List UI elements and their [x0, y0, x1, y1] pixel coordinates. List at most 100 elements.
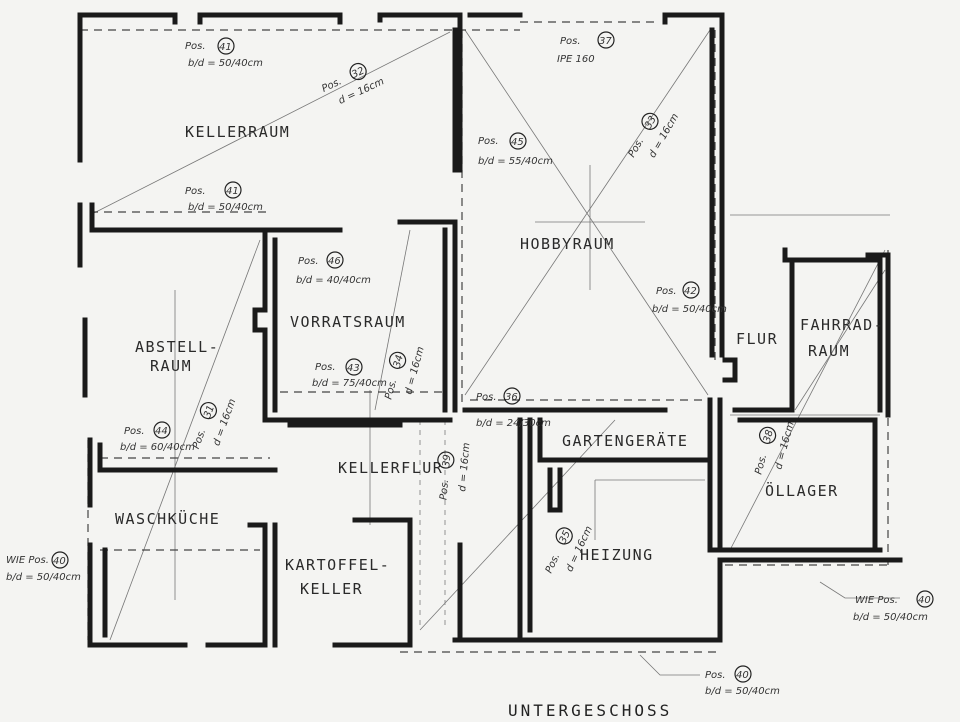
svg-text:38: 38: [762, 429, 776, 444]
pos-number-circle: [437, 451, 455, 469]
svg-text:41: 41: [219, 42, 232, 53]
svg-text:32: 32: [350, 65, 366, 80]
room-kellerflur: KELLERFLUR: [338, 459, 443, 477]
room-kartoffel-line1: KARTOFFEL-: [285, 556, 390, 574]
svg-text:34: 34: [392, 354, 406, 369]
svg-text:39: 39: [441, 454, 453, 468]
svg-text:d = 16cm: d = 16cm: [773, 420, 796, 470]
room-kartoffel-line2: KELLER: [300, 580, 363, 598]
pos-number-circle: [349, 62, 367, 81]
svg-text:b/d = 55/40cm: b/d = 55/40cm: [478, 156, 553, 167]
svg-text:Pos.: Pos.: [705, 670, 726, 681]
svg-text:b/d = 40/40cm: b/d = 40/40cm: [296, 275, 371, 286]
room-hobbyraum: HOBBYRAUM: [520, 235, 615, 253]
svg-text:45: 45: [511, 137, 524, 148]
annotation-pos41-mid: Pos. 41 b/d = 50/40cm: [185, 181, 263, 213]
pos-number-circle: [682, 281, 700, 299]
svg-text:43: 43: [347, 363, 360, 374]
room-fahrrad-line2: RAUM: [808, 342, 850, 360]
svg-text:Pos.: Pos.: [124, 426, 145, 437]
svg-text:b/d = 50/40cm: b/d = 50/40cm: [705, 686, 780, 697]
annotation-pos40-bottom: Pos. 40 b/d = 50/40cm: [639, 654, 780, 697]
pos-number-circle: [916, 590, 934, 608]
svg-text:Pos.: Pos.: [478, 136, 499, 147]
svg-text:42: 42: [684, 286, 697, 297]
svg-text:Pos.: Pos.: [191, 428, 208, 451]
room-heizung: HEIZUNG: [580, 546, 654, 564]
annotation-pos41-top: Pos. 41 b/d = 50/40cm: [185, 37, 263, 69]
svg-text:Pos.: Pos.: [185, 186, 206, 197]
annotation-pos36: Pos. 36 b/d = 24/30cm: [476, 387, 551, 429]
svg-text:d = 16cm: d = 16cm: [337, 76, 386, 107]
svg-text:31: 31: [202, 404, 217, 420]
svg-text:Pos.: Pos.: [753, 453, 769, 476]
svg-text:40: 40: [53, 556, 66, 567]
walls: [77, 12, 903, 648]
svg-text:d = 16cm: d = 16cm: [211, 397, 238, 447]
svg-text:40: 40: [736, 670, 749, 681]
svg-text:40: 40: [918, 595, 931, 606]
pos-number-circle: [555, 527, 573, 545]
room-abstell-line1: ABSTELL-: [135, 338, 219, 356]
svg-text:35: 35: [558, 529, 573, 545]
svg-text:WIE Pos.: WIE Pos.: [855, 595, 898, 606]
annotation-pos40-right: WIE Pos. 40 b/d = 50/40cm: [819, 581, 934, 623]
pos-number-circle: [641, 112, 659, 130]
svg-text:b/d = 50/40cm: b/d = 50/40cm: [853, 612, 928, 623]
annotation-pos43: Pos. 43 b/d = 75/40cm: [312, 358, 387, 389]
room-waschkueche: WASCHKÜCHE: [115, 509, 220, 528]
annotation-pos45: Pos. 45 b/d = 55/40cm: [478, 132, 553, 167]
svg-text:d = 16cm: d = 16cm: [457, 442, 472, 492]
svg-text:Pos.: Pos.: [298, 256, 319, 267]
svg-text:b/d = 24/30cm: b/d = 24/30cm: [476, 418, 551, 429]
annotation-pos40-left: WIE Pos. 40 b/d = 50/40cm: [6, 551, 81, 583]
pos-number-circle: [503, 387, 521, 405]
svg-text:Pos.: Pos.: [315, 362, 336, 373]
pos-number-circle: [224, 181, 242, 199]
svg-text:41: 41: [226, 186, 239, 197]
svg-text:b/d = 75/40cm: b/d = 75/40cm: [312, 378, 387, 389]
pos-number-circle: [758, 426, 777, 444]
svg-text:Pos.: Pos.: [476, 392, 497, 403]
annotation-pos37: Pos. 37 IPE 160: [557, 31, 615, 65]
pos-number-circle: [199, 402, 218, 420]
svg-text:Pos.: Pos.: [383, 378, 399, 401]
pos-number-circle: [345, 358, 363, 376]
svg-text:36: 36: [505, 392, 518, 403]
pos-number-circle: [734, 665, 752, 683]
svg-text:Pos.: Pos.: [185, 41, 206, 52]
pos-number-circle: [597, 31, 615, 49]
svg-text:d = 16cm: d = 16cm: [403, 345, 426, 395]
room-gartengeraete: GARTENGERÄTE: [562, 431, 688, 450]
room-labels: KELLERRAUM HOBBYRAUM ABSTELL- RAUM VORRA…: [115, 123, 883, 598]
pos-number-circle: [509, 132, 527, 150]
svg-text:b/d = 60/40cm: b/d = 60/40cm: [120, 442, 195, 453]
pos-number-circle: [388, 351, 407, 369]
svg-text:WIE Pos.: WIE Pos.: [6, 555, 49, 566]
room-kellerraum: KELLERRAUM: [185, 123, 290, 141]
annotation-pos44: Pos. 44 b/d = 60/40cm: [120, 421, 195, 453]
svg-text:b/d = 50/40cm: b/d = 50/40cm: [652, 304, 727, 315]
pos-number-circle: [51, 551, 69, 569]
annotation-pos39: Pos. 39 d = 16cm: [437, 442, 472, 500]
annotation-pos42: Pos. 42 b/d = 50/40cm: [652, 281, 727, 315]
pos-number-circle: [153, 421, 171, 439]
room-vorratsraum: VORRATSRAUM: [290, 313, 406, 331]
svg-text:IPE 160: IPE 160: [557, 54, 595, 65]
pos-number-circle: [217, 37, 235, 55]
room-abstell-line2: RAUM: [150, 357, 192, 375]
svg-text:Pos.: Pos.: [627, 136, 647, 159]
floor-title: UNTERGESCHOSS: [508, 701, 672, 720]
pos-number-circle: [326, 251, 344, 269]
annotation-pos33: Pos. 33 d = 16cm: [627, 112, 682, 160]
annotation-pos38: Pos. 38 d = 16cm: [753, 420, 796, 476]
svg-text:Pos.: Pos.: [560, 36, 581, 47]
svg-text:b/d = 50/40cm: b/d = 50/40cm: [6, 572, 81, 583]
room-flur: FLUR: [736, 330, 778, 348]
annotation-pos32: Pos. 32 d = 16cm: [320, 62, 386, 107]
annotation-pos46: Pos. 46 b/d = 40/40cm: [296, 251, 371, 286]
room-ollager: ÖLLAGER: [765, 481, 839, 500]
svg-text:Pos.: Pos.: [438, 479, 451, 500]
annotation-pos31: Pos. 31 d = 16cm: [191, 397, 239, 451]
